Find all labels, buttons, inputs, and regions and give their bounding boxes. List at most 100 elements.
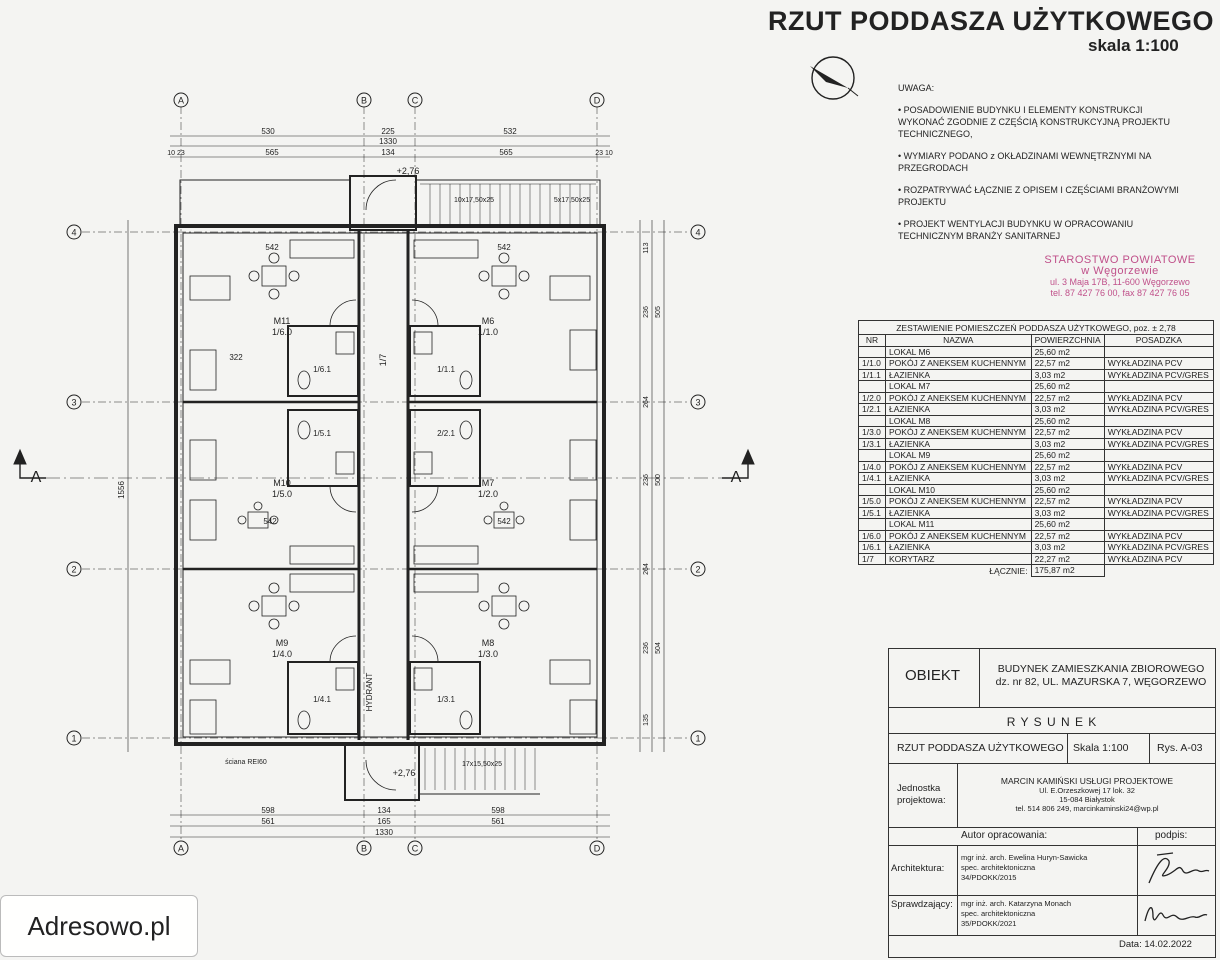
dimension-text: 134 (381, 148, 395, 157)
axis-number-right-bubble (690, 394, 706, 410)
room-name: ŁAZIENKA (885, 541, 1032, 554)
axis-letter-bottom: C (412, 844, 419, 854)
room-schedule-table: ZESTAWIENIE POMIESZCZEŃ PODDASZA UŻYTKOW… (858, 320, 1215, 577)
room-name: ŁAZIENKA (885, 472, 1032, 485)
axis-number-right-bubble (690, 561, 706, 577)
room-dimension: 322 (229, 353, 243, 362)
notes-block: UWAGA: • POSADOWIENIE BUDYNKU I ELEMENTY… (898, 82, 1188, 252)
dimension-text: 225 (381, 127, 395, 136)
drawing-title: RZUT PODDASZA UŻYTKOWEGO (768, 6, 1214, 36)
column-header: NAZWA (885, 334, 1032, 347)
axis-number-right: 4 (695, 228, 700, 238)
axis-number-left-bubble (66, 561, 82, 577)
room-number (858, 483, 886, 496)
note-item: • WYMIARY PODANO z OKŁADZINAMI WEWNĘTRZN… (898, 151, 1151, 173)
room-number-label: 1/6.0 (272, 327, 292, 337)
architect-label: Architektura: (891, 863, 945, 874)
room-number: 1/4.1 (858, 472, 886, 485)
room-name: LOKAL M11 (885, 518, 1032, 531)
room-name: POKÓJ Z ANEKSEM KUCHENNYM (885, 460, 1032, 473)
note-item: • ROZPATRYWAĆ ŁĄCZNIE Z OPISEM I CZĘŚCIA… (898, 185, 1179, 207)
object-label: OBIEKT (905, 667, 961, 684)
room-number: 1/5.1 (858, 506, 886, 519)
column-header: POSADZKA (1103, 334, 1215, 347)
drawing-label: R Y S U N E K (1006, 715, 1098, 729)
axis-letter-top: C (412, 96, 419, 106)
room-area: 22,57 m2 (1030, 460, 1105, 473)
drawing-scale-cell: Skala 1:100 (1073, 742, 1129, 754)
unit-line: MARCIN KAMIŃSKI USŁUGI PROJEKTOWE (1000, 776, 1174, 786)
room-number-label: 1/3.0 (478, 649, 498, 659)
stamp-line: tel. 87 427 76 00, fax 87 427 76 05 (1050, 288, 1190, 298)
axis-letter-top: B (361, 96, 367, 106)
axis-number-right-bubble (690, 730, 706, 746)
checker-line: spec. architektoniczna (961, 909, 1036, 918)
room-dimension: 542 (263, 517, 277, 526)
room-area: 3,03 m2 (1030, 437, 1105, 450)
room-flooring: WYKŁADZINA PCV/GRES (1103, 368, 1215, 381)
axis-letter-bottom: B (361, 844, 367, 854)
room-area: 25,60 m2 (1030, 345, 1105, 358)
room-number: 1/1.1 (858, 368, 886, 381)
room-area: 3,03 m2 (1030, 403, 1105, 416)
room-flooring: WYKŁADZINA PCV (1103, 495, 1215, 508)
room-name: KORYTARZ (885, 552, 1032, 565)
dimension-text: 565 (265, 148, 279, 157)
drawing-name: RZUT PODDASZA UŻYTKOWEGO (897, 742, 1064, 754)
axis-letter-top-bubble (356, 92, 372, 108)
room-number-label: 1/5.0 (272, 489, 292, 499)
object-description: BUDYNEK ZAMIESZKANIA ZBIOROWEGO dz. nr 8… (989, 663, 1213, 689)
dimension-text: 565 (499, 148, 513, 157)
axis-number-left: 3 (71, 398, 76, 408)
room-area: 22,57 m2 (1030, 357, 1105, 370)
room-flooring: WYKŁADZINA PCV/GRES (1103, 403, 1215, 416)
table-caption: ZESTAWIENIE POMIESZCZEŃ PODDASZA UŻYTKOW… (858, 320, 1214, 335)
dimension-text: 561 (261, 817, 275, 826)
axis-number-right: 3 (695, 398, 700, 408)
room-area: 3,03 m2 (1030, 506, 1105, 519)
watermark-logo: Adresowo.pl (0, 895, 198, 957)
stair-spec: 10x17,50x25 (454, 197, 494, 204)
dimension-text: 1556 (117, 481, 126, 499)
note-item: • POSADOWIENIE BUDYNKU I ELEMENTY KONSTR… (898, 105, 1171, 139)
architect-line: 34/PDOKK/2015 (961, 873, 1017, 882)
room-name: ŁAZIENKA (885, 437, 1032, 450)
column-header: POWIERZCHNIA (1030, 334, 1105, 347)
unit-line: tel. 514 806 249, marcinkaminski24@wp.pl (1015, 804, 1159, 813)
title-block: OBIEKT BUDYNEK ZAMIESZKANIA ZBIOROWEGO d… (888, 648, 1216, 958)
north-arrow-icon (810, 56, 859, 100)
dimension-text: 236 (643, 474, 650, 486)
room-flooring (1103, 449, 1215, 462)
room-number (858, 345, 886, 358)
room-name: POKÓJ Z ANEKSEM KUCHENNYM (885, 391, 1032, 404)
dimension-text: 264 (643, 563, 650, 575)
room-flooring (1103, 518, 1215, 531)
room-flooring: WYKŁADZINA PCV (1103, 391, 1215, 404)
stamp-line: STAROSTWO POWIATOWE (1044, 254, 1196, 266)
room-number-label: 1/2.0 (478, 489, 498, 499)
room-name: POKÓJ Z ANEKSEM KUCHENNYM (885, 357, 1032, 370)
room-area: 22,57 m2 (1030, 426, 1105, 439)
room-area: 3,03 m2 (1030, 541, 1105, 554)
axis-letter-top: A (178, 96, 184, 106)
signature-image (1144, 907, 1208, 922)
room-name: POKÓJ Z ANEKSEM KUCHENNYM (885, 529, 1032, 542)
room-flooring: WYKŁADZINA PCV (1103, 357, 1215, 370)
room-name: POKÓJ Z ANEKSEM KUCHENNYM (885, 495, 1032, 508)
dimension-text: 264 (643, 396, 650, 408)
hydrant-label: HYDRANT (365, 673, 374, 712)
room-number: 1/5.0 (858, 495, 886, 508)
axis-number-left-bubble (66, 730, 82, 746)
dimension-text: 504 (655, 642, 662, 654)
bathroom-number-label: 1/1.1 (437, 365, 455, 374)
dimension-text: 598 (261, 806, 275, 815)
axis-number-left: 1 (71, 734, 76, 744)
